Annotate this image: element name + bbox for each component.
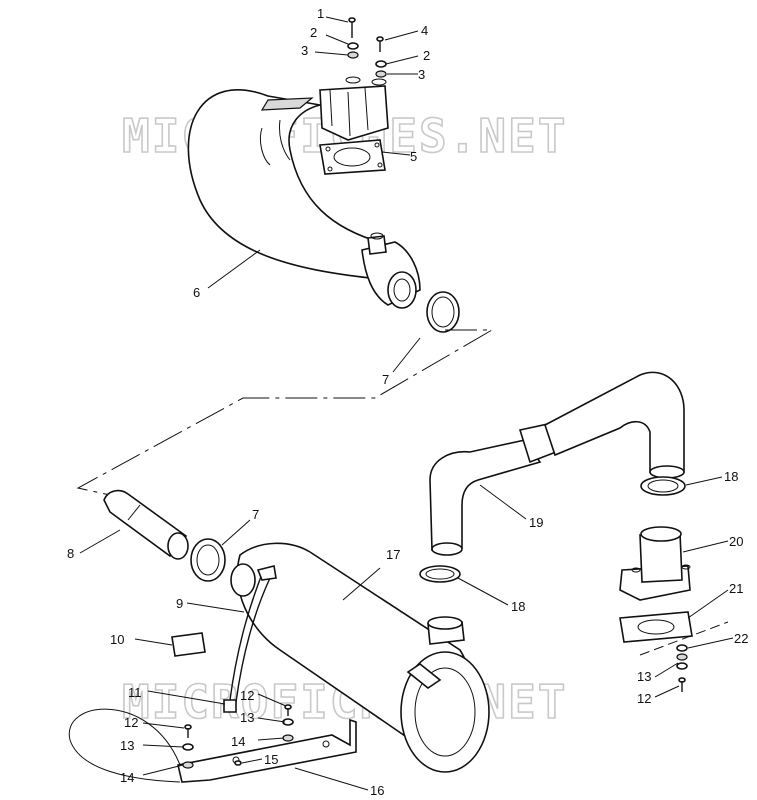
callout-5: 5: [410, 149, 417, 164]
callout-3: 3: [301, 43, 308, 58]
callout-6: 6: [193, 285, 200, 300]
callout-12b: 12: [124, 715, 138, 730]
leader-lines: [79, 16, 734, 791]
clamp-lower: [190, 538, 226, 582]
callout-12c: 12: [637, 691, 651, 706]
gasket-upper: [319, 139, 386, 175]
callout-7b: 7: [252, 507, 259, 522]
callout-12a: 12: [240, 688, 254, 703]
exhaust-pipe-upper: [187, 89, 421, 309]
connection-line-upper: [76, 329, 494, 496]
callout-3b: 3: [418, 67, 425, 82]
callout-4: 4: [421, 23, 428, 38]
callout-13b: 13: [120, 738, 134, 753]
callout-1: 1: [317, 6, 324, 21]
callout-7a: 7: [382, 372, 389, 387]
clamp-18-upper: [640, 476, 686, 496]
bolts-lower-right: [639, 621, 729, 692]
muffler: [230, 542, 490, 773]
clamp-18-lower: [419, 565, 461, 583]
hanger-strap-inner: [235, 577, 271, 703]
connector-pipe: [429, 371, 685, 556]
exhaust-flange-block: [319, 76, 389, 141]
tailpipe-tube: [103, 489, 189, 560]
callout-18a: 18: [511, 599, 525, 614]
callout-18b: 18: [724, 469, 738, 484]
clamp-upper: [426, 291, 460, 333]
callout-21: 21: [729, 581, 743, 596]
callout-20: 20: [729, 534, 743, 549]
callout-19: 19: [529, 515, 543, 530]
callout-17: 17: [386, 547, 400, 562]
callout-11: 11: [128, 685, 142, 700]
callout-9: 9: [176, 596, 183, 611]
hanger-strap: [229, 573, 263, 701]
hanger-end-11: [223, 699, 237, 713]
bolts-upper: [347, 17, 387, 78]
callout-22: 22: [734, 631, 748, 646]
callout-2: 2: [310, 25, 317, 40]
callout-labels: 1 2 3 4 2 3 5 6 7 7 8 9 10 11 12 13 14 1…: [67, 6, 748, 798]
hanger-clip: [256, 565, 277, 581]
callout-15: 15: [264, 752, 278, 767]
callout-14a: 14: [231, 734, 245, 749]
exhaust-outlet: [619, 526, 691, 601]
callout-10: 10: [110, 632, 124, 647]
bolts-lower-left: [182, 704, 294, 769]
gasket-lower: [619, 611, 693, 643]
callout-2b: 2: [423, 48, 430, 63]
callout-8: 8: [67, 546, 74, 561]
callout-16: 16: [370, 783, 384, 798]
callout-13a: 13: [240, 710, 254, 725]
callout-14b: 14: [120, 770, 134, 785]
rubber-pad: [171, 632, 206, 657]
callout-13c: 13: [637, 669, 651, 684]
mounting-bracket: [68, 708, 357, 783]
